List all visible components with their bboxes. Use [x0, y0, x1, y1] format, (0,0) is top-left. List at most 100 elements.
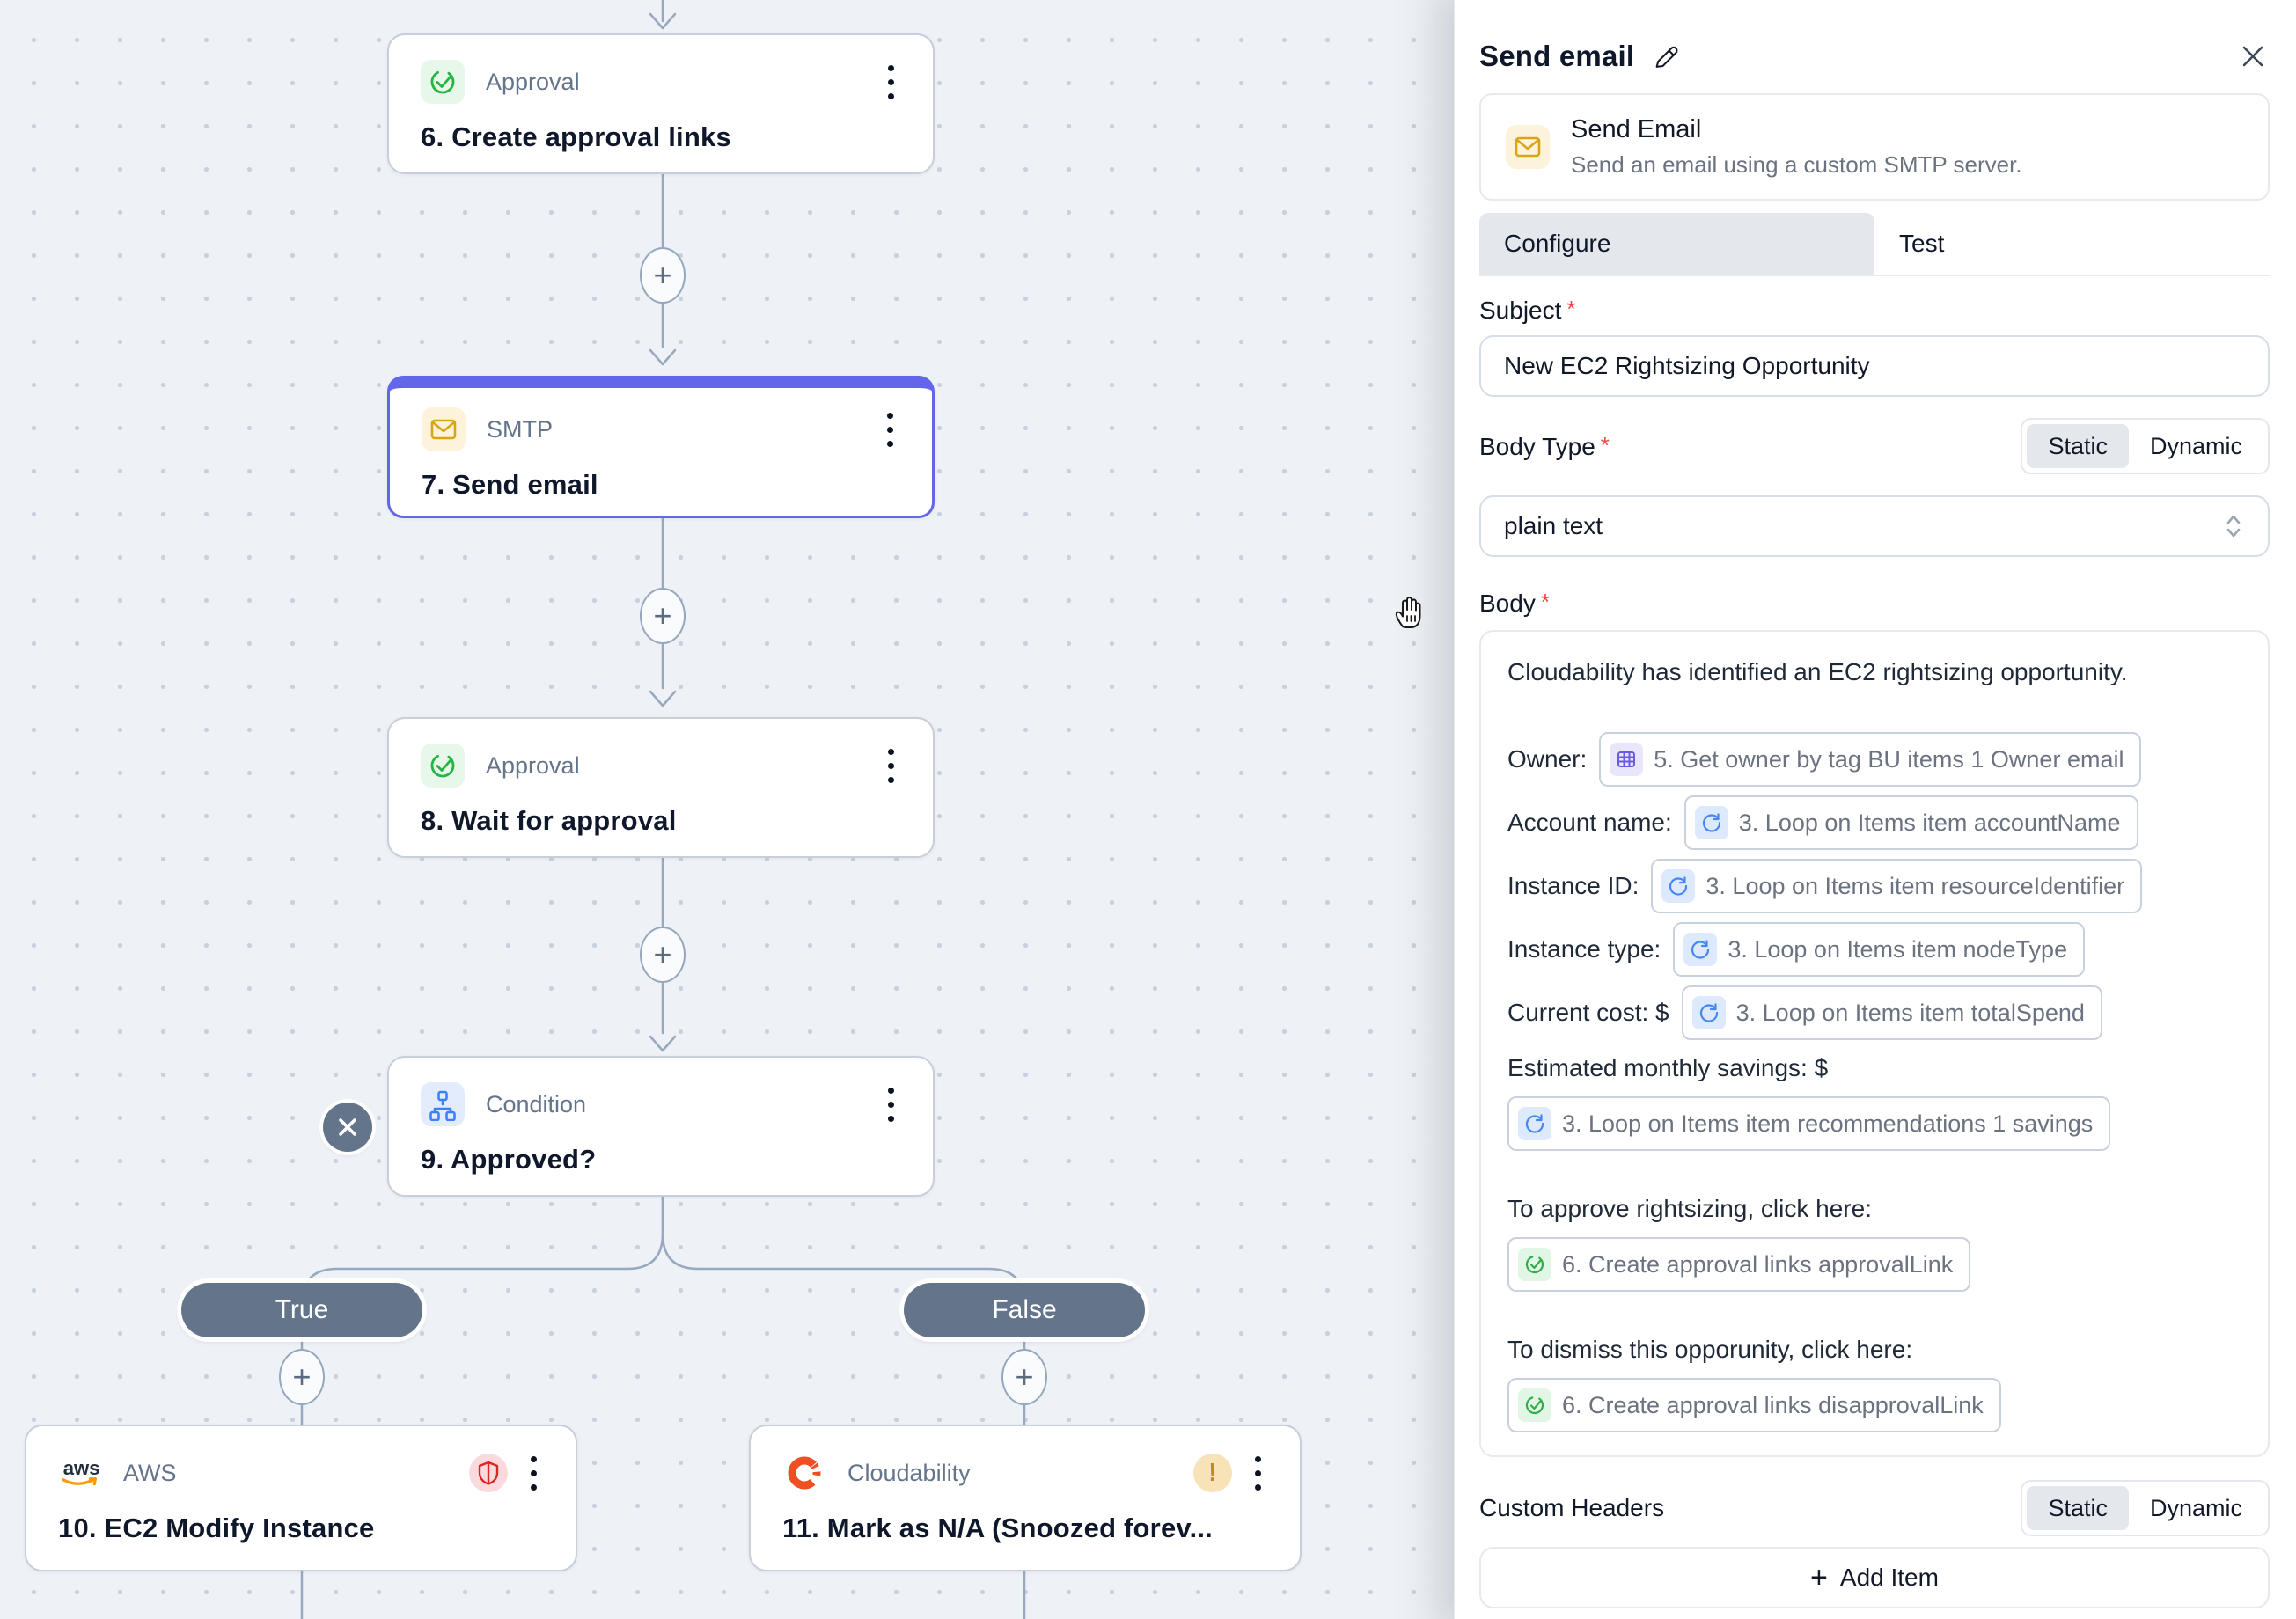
body-type-dynamic-option[interactable]: Dynamic	[2149, 432, 2242, 459]
pencil-icon	[1655, 46, 1678, 68]
exclamation-icon: !	[1208, 1458, 1217, 1487]
branch-true-pill[interactable]: True	[181, 1283, 422, 1337]
token-chip[interactable]: 5. Get owner by tag BU items 1 Owner ema…	[1599, 732, 2142, 787]
token-chip[interactable]: 3. Loop on Items item accountName	[1683, 795, 2138, 850]
token-chip-label: 3. Loop on Items item recommendations 1 …	[1562, 1110, 2094, 1137]
body-row-dismiss-link: 6. Create approval links disapprovalLink	[1507, 1378, 2241, 1432]
node-create-approval-links[interactable]: Approval 6. Create approval links	[387, 33, 935, 174]
subject-input[interactable]	[1479, 335, 2270, 397]
kebab-menu-icon[interactable]	[883, 62, 899, 103]
token-chip-label: 3. Loop on Items item resourceIdentifier	[1705, 872, 2125, 899]
token-chip[interactable]: 6. Create approval links disapprovalLink	[1507, 1378, 2001, 1432]
node-title: 10. EC2 Modify Instance	[58, 1513, 375, 1543]
body-type-selected-value: plain text	[1504, 512, 1603, 539]
panel-shadow	[1392, 0, 1454, 1619]
token-chip[interactable]: 3. Loop on Items item resourceIdentifier	[1651, 859, 2143, 913]
body-type-static-option[interactable]: Static	[2027, 424, 2129, 468]
arrow-down-icon	[649, 12, 677, 30]
required-asterisk: *	[1600, 431, 1610, 458]
kebab-menu-icon[interactable]	[1250, 1453, 1266, 1494]
config-panel: Send email Send Email	[1454, 0, 2296, 1619]
tab-test[interactable]: Test	[1899, 230, 1945, 257]
loop-icon	[1518, 1107, 1551, 1140]
body-intro-text: Cloudability has identified an EC2 right…	[1507, 658, 2128, 685]
add-step-button[interactable]: +	[640, 927, 686, 983]
kebab-menu-icon[interactable]	[883, 1084, 899, 1125]
email-envelope-icon	[1506, 125, 1550, 169]
body-type-select[interactable]: plain text	[1479, 495, 2270, 557]
body-savings-label: Estimated monthly savings: $	[1507, 1054, 1829, 1081]
remove-node-button[interactable]	[323, 1103, 372, 1152]
kebab-menu-icon[interactable]	[525, 1453, 542, 1494]
node-type-label: Cloudability	[847, 1459, 971, 1486]
node-title: 7. Send email	[422, 469, 598, 500]
branch-false-pill[interactable]: False	[904, 1283, 1145, 1337]
token-chip-label: 6. Create approval links approvalLink	[1562, 1250, 1954, 1278]
token-chip[interactable]: 6. Create approval links approvalLink	[1507, 1237, 1971, 1292]
body-row-label: Current cost: $	[1507, 999, 1669, 1026]
tab-configure[interactable]: Configure	[1479, 213, 1874, 275]
panel-header: Send email	[1479, 37, 2270, 76]
node-type-label: Approval	[486, 751, 580, 779]
body-type-label-text: Body Type	[1479, 432, 1595, 460]
custom-headers-label: Custom Headers	[1479, 1494, 1665, 1521]
node-wait-for-approval[interactable]: Approval 8. Wait for approval	[387, 717, 935, 858]
required-asterisk: *	[1540, 589, 1550, 615]
loop-icon	[1661, 869, 1696, 903]
node-type-label: AWS	[123, 1459, 177, 1486]
warning-badge: !	[1193, 1454, 1232, 1492]
table-icon	[1610, 743, 1644, 776]
body-row-account-name: Account name: 3. Loop on Items item acco…	[1507, 795, 2241, 850]
custom-headers-dynamic-option[interactable]: Dynamic	[2149, 1494, 2242, 1521]
email-envelope-icon	[422, 407, 466, 451]
node-send-email[interactable]: SMTP 7. Send email	[387, 376, 935, 518]
kebab-menu-icon[interactable]	[882, 409, 899, 451]
approval-check-icon	[421, 60, 465, 104]
body-editor[interactable]: Cloudability has identified an EC2 right…	[1479, 630, 2270, 1457]
arrow-down-icon	[649, 348, 677, 366]
cloudability-logo-icon	[782, 1451, 826, 1495]
body-approve-label: To approve rightsizing, click here:	[1507, 1195, 1872, 1222]
panel-tabs: Configure Test	[1479, 213, 2270, 276]
add-step-button[interactable]: +	[1001, 1349, 1047, 1405]
add-step-button[interactable]: +	[640, 588, 686, 644]
custom-headers-static-option[interactable]: Static	[2027, 1486, 2129, 1530]
action-title: Send Email	[1571, 115, 1702, 143]
loop-icon	[1691, 996, 1726, 1029]
body-row-approve-link: 6. Create approval links approvalLink	[1507, 1237, 2241, 1292]
body-dismiss-label: To dismiss this opporunity, click here:	[1507, 1336, 1913, 1363]
kebab-menu-icon[interactable]	[883, 745, 899, 787]
subject-label-text: Subject	[1479, 297, 1562, 324]
action-description: Send an email using a custom SMTP server…	[1571, 151, 2022, 178]
token-chip[interactable]: 3. Loop on Items item nodeType	[1673, 922, 2086, 977]
body-row-owner: Owner: 5. Get owner by tag BU items 1 Ow…	[1507, 732, 2241, 787]
node-title: 9. Approved?	[421, 1144, 597, 1175]
add-item-button[interactable]: + Add Item	[1479, 1547, 2270, 1608]
branch-true-label: True	[275, 1295, 329, 1324]
node-condition-approved[interactable]: Condition 9. Approved?	[387, 1056, 935, 1197]
plus-icon: +	[653, 936, 672, 972]
edit-title-button[interactable]	[1650, 41, 1680, 71]
action-summary-card: Send Email Send an email using a custom …	[1479, 93, 2270, 201]
body-row-label: Instance ID:	[1507, 872, 1639, 899]
token-chip[interactable]: 3. Loop on Items item totalSpend	[1681, 985, 2102, 1040]
chevron-up-down-icon	[2226, 515, 2241, 538]
plus-icon: +	[292, 1359, 312, 1395]
node-type-label: SMTP	[487, 415, 554, 443]
svg-text:aws: aws	[63, 1457, 100, 1479]
token-chip[interactable]: 3. Loop on Items item recommendations 1 …	[1507, 1096, 2111, 1151]
add-step-button[interactable]: +	[640, 247, 686, 304]
branch-false-label: False	[992, 1295, 1057, 1324]
body-row-label: Instance type:	[1507, 935, 1661, 963]
node-ec2-modify-instance[interactable]: aws AWS 10. EC2 Modify Ins	[25, 1425, 577, 1571]
panel-title: Send email	[1479, 40, 1635, 72]
add-step-button[interactable]: +	[279, 1349, 325, 1405]
close-icon	[2242, 46, 2263, 67]
condition-branch-icon	[421, 1082, 465, 1126]
approval-check-icon	[421, 744, 465, 788]
close-panel-button[interactable]	[2236, 40, 2270, 73]
node-mark-as-na[interactable]: Cloudability ! 11. Mark as N/A (Snoozed …	[749, 1425, 1302, 1571]
workflow-canvas[interactable]: Approval 6. Create approval links + SMTP	[0, 0, 1454, 1619]
token-chip-label: 5. Get owner by tag BU items 1 Owner ema…	[1654, 745, 2124, 773]
